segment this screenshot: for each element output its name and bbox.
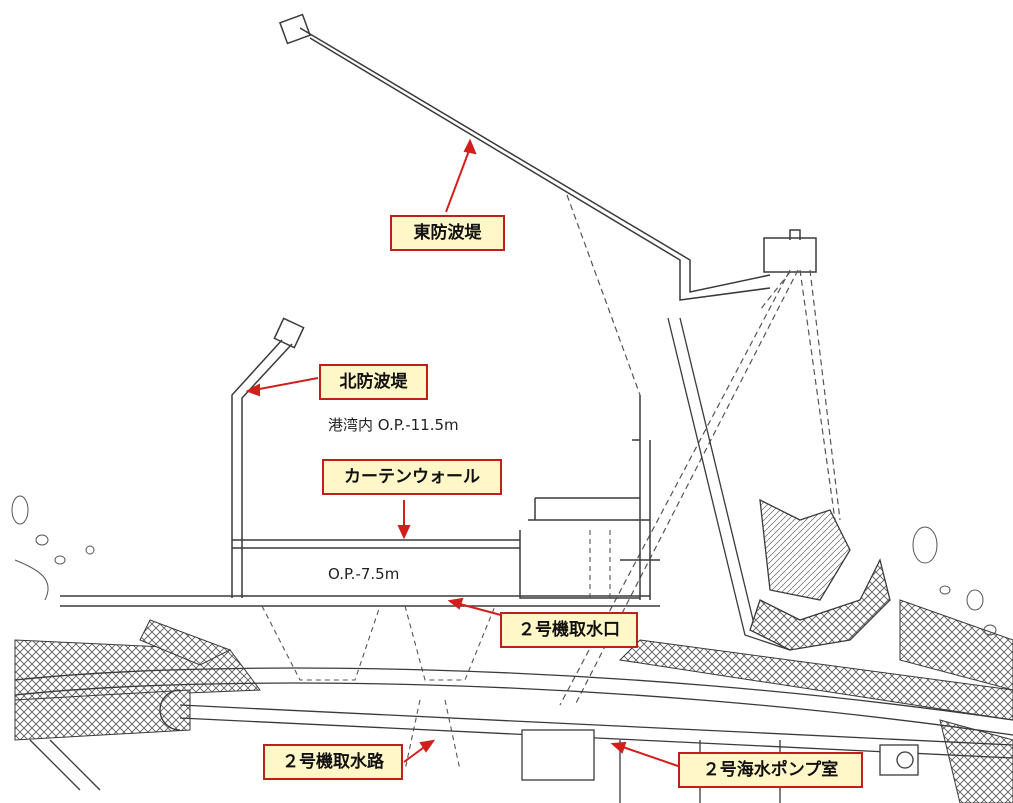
intake-outlines (261, 530, 611, 771)
road-lines (14, 667, 1013, 803)
north-breakwater-structure (231, 317, 305, 598)
east-breakwater-structure (279, 13, 817, 301)
rocks-right (912, 526, 997, 636)
intake-depth-label: O.P.-7.5m (328, 565, 400, 583)
callout-north-breakwater: 北防波堤 (319, 364, 428, 400)
callout-pump-room: ２号海水ポンプ室 (678, 752, 863, 788)
harbor-wall-structure (60, 395, 660, 607)
callout-intake-channel: ２号機取水路 (263, 744, 403, 780)
pump-room-structure (521, 729, 919, 781)
callout-east-breakwater: 東防波堤 (390, 215, 505, 251)
south-breakwater-structure (667, 317, 891, 651)
coastal-revetment (14, 599, 1013, 803)
rocks-left (11, 495, 95, 601)
callout-intake-mouth: ２号機取水口 (500, 612, 638, 648)
harbor-depth-label: 港湾内 O.P.-11.5m (328, 416, 459, 434)
callout-curtain-wall: カーテンウォール (322, 459, 502, 495)
callout-arrows (245, 138, 679, 767)
